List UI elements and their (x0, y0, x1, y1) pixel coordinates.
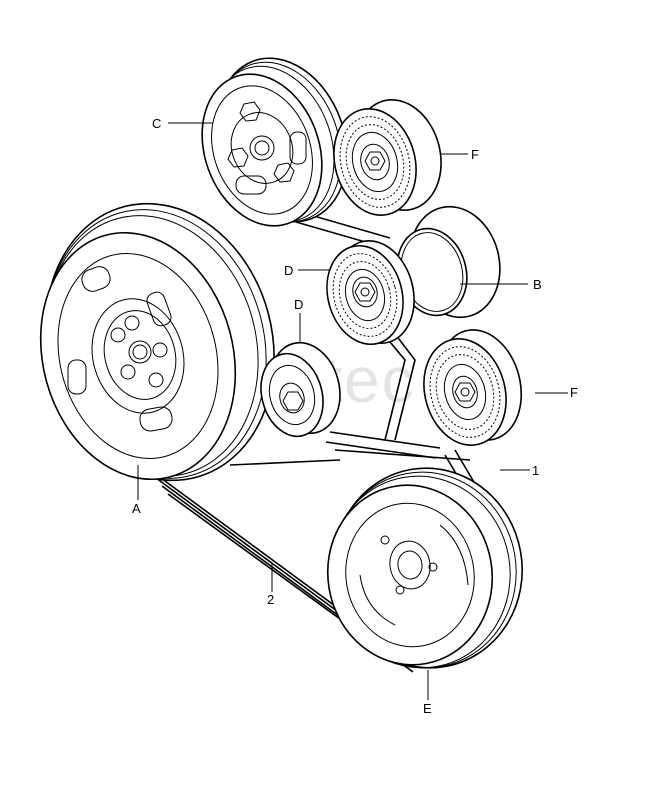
label-belt-2: 2 (267, 592, 274, 607)
pulley-e (326, 467, 523, 669)
pulley-a (39, 202, 275, 482)
pulley-d-lower (260, 341, 341, 438)
label-b: B (533, 277, 542, 292)
label-c: C (152, 116, 161, 131)
label-a: A (132, 501, 141, 516)
label-e: E (423, 701, 432, 716)
pulley-d-upper (326, 240, 415, 346)
pulley-c (201, 57, 348, 227)
label-f-top: F (471, 147, 479, 162)
label-d-lower: D (294, 297, 303, 312)
part-labels: C F D B D F 1 A 2 E (132, 116, 578, 716)
label-f-lower: F (570, 385, 578, 400)
leader-lines (137, 122, 568, 700)
label-d-upper: D (284, 263, 293, 278)
pulley-f-top (333, 99, 442, 216)
pulley-f-lower (423, 329, 523, 446)
label-belt-1: 1 (532, 463, 539, 478)
